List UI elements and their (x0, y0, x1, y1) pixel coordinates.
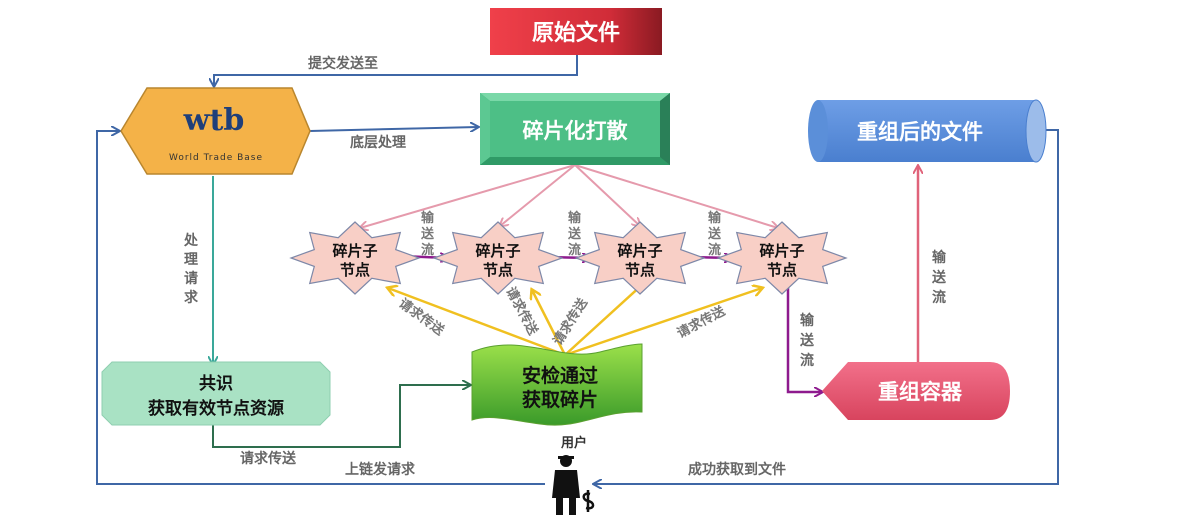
fragment-node-label: 碎片子 (475, 242, 520, 260)
svg-text:送: 送 (420, 226, 435, 242)
fragment-node-label: 碎片子 (332, 242, 377, 260)
svg-text:送: 送 (931, 269, 947, 286)
svg-text:送: 送 (707, 226, 722, 242)
security-check-flag: 安检通过 获取碎片 (471, 343, 643, 426)
fragment-node-label: 节点 (483, 261, 513, 279)
svg-text:流: 流 (932, 289, 946, 306)
request-arrows (388, 284, 762, 357)
svg-text:输: 输 (800, 312, 815, 329)
consensus-box: 共识 获取有效节点资源 (101, 361, 331, 426)
low-level-label: 底层处理 (350, 134, 406, 151)
svg-text:流: 流 (568, 242, 581, 258)
request-transfer-arrow (212, 385, 470, 448)
svg-text:安检通过: 安检通过 (522, 364, 598, 387)
svg-text:获取有效节点资源: 获取有效节点资源 (148, 398, 284, 419)
svg-text:获取碎片: 获取碎片 (522, 388, 598, 411)
svg-text:求: 求 (184, 289, 199, 306)
svg-text:输: 输 (708, 210, 722, 226)
svg-text:输: 输 (421, 210, 435, 226)
success-arrow (594, 129, 1059, 484)
submit-label: 提交发送至 (308, 55, 378, 72)
fragment-node-label: 节点 (767, 261, 797, 279)
svg-text:重组后的文件: 重组后的文件 (857, 120, 983, 144)
request-transfer-label: 请求传送 (240, 450, 297, 467)
svg-text:请: 请 (184, 270, 198, 287)
svg-text:请求传送: 请求传送 (502, 284, 541, 338)
svg-text:流: 流 (421, 242, 434, 258)
svg-text:流: 流 (800, 352, 814, 369)
svg-text:原始文件: 原始文件 (532, 20, 620, 46)
svg-text:送: 送 (799, 332, 815, 349)
chain-request-arrow (96, 131, 545, 485)
svg-text:处: 处 (183, 232, 199, 249)
wtb-logo: wtb (183, 103, 245, 138)
svg-text:重组容器: 重组容器 (878, 380, 963, 404)
chain-request-label: 上链发请求 (345, 461, 416, 478)
svg-text:送: 送 (567, 226, 582, 242)
wtb-subtitle: World Trade Base (169, 153, 263, 163)
svg-text:流: 流 (708, 242, 721, 258)
wtb-platform: wtb World Trade Base (120, 87, 311, 175)
fragment-node-label: 碎片子 (617, 242, 662, 260)
svg-text:碎片化打散: 碎片化打散 (523, 119, 628, 143)
transport-labels: 输 送 流 输 送 流 输 送 流 输 送 流 输 送 流 (420, 210, 947, 369)
svg-text:输: 输 (932, 249, 947, 266)
user-label: 用户 (560, 435, 587, 451)
fragment-node-label: 节点 (340, 261, 370, 279)
fragment-node-label: 碎片子 (759, 242, 804, 260)
svg-text:输: 输 (568, 210, 582, 226)
process-request-label: 处 理 请 求 (183, 232, 199, 306)
svg-text:请求传送: 请求传送 (550, 295, 592, 348)
original-file-box: 原始文件 (490, 8, 662, 55)
fragment-node-label: 节点 (625, 261, 655, 279)
success-label: 成功获取到文件 (688, 461, 786, 478)
svg-text:理: 理 (184, 252, 198, 268)
submit-arrow (214, 55, 578, 86)
user-businessman-icon (552, 455, 595, 515)
svg-text:共识: 共识 (199, 374, 233, 394)
reassembled-file-cylinder: 重组后的文件 (808, 99, 1047, 163)
low-level-arrow (309, 127, 478, 131)
distribution-arrows (360, 164, 778, 228)
reassembly-container: 重组容器 (822, 362, 1010, 420)
fragmentation-box: 碎片化打散 (480, 93, 670, 165)
